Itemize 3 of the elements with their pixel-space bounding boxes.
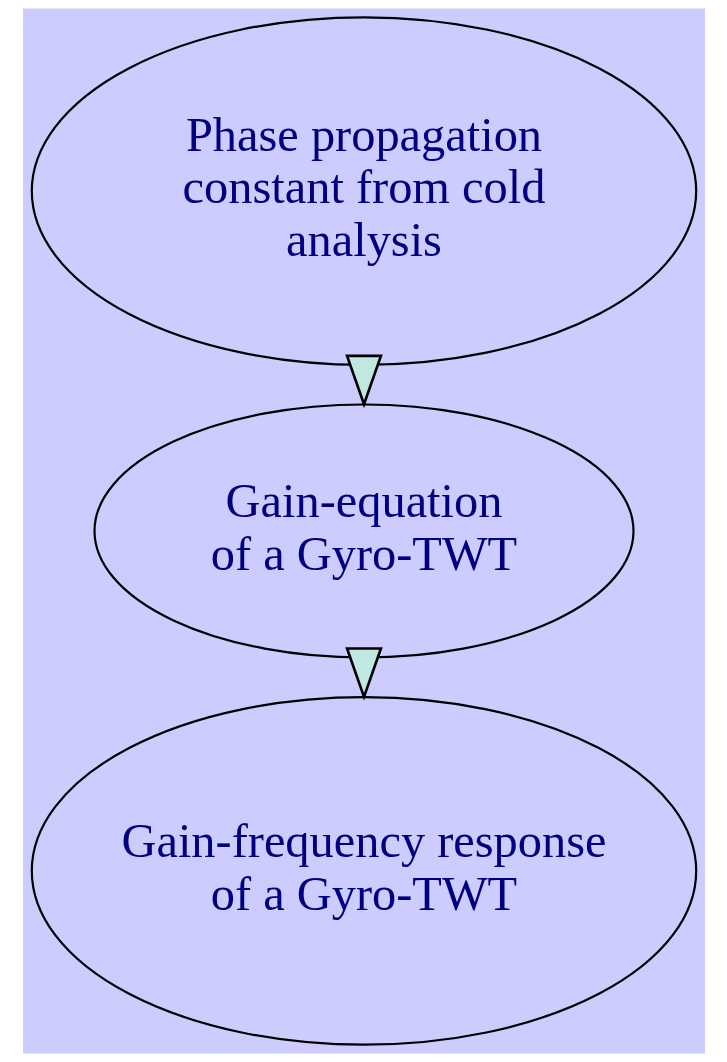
node-ellipse: Gain-frequency response of a Gyro-TWT	[30, 696, 697, 1046]
arrow	[344, 647, 383, 701]
arrow	[344, 354, 383, 409]
